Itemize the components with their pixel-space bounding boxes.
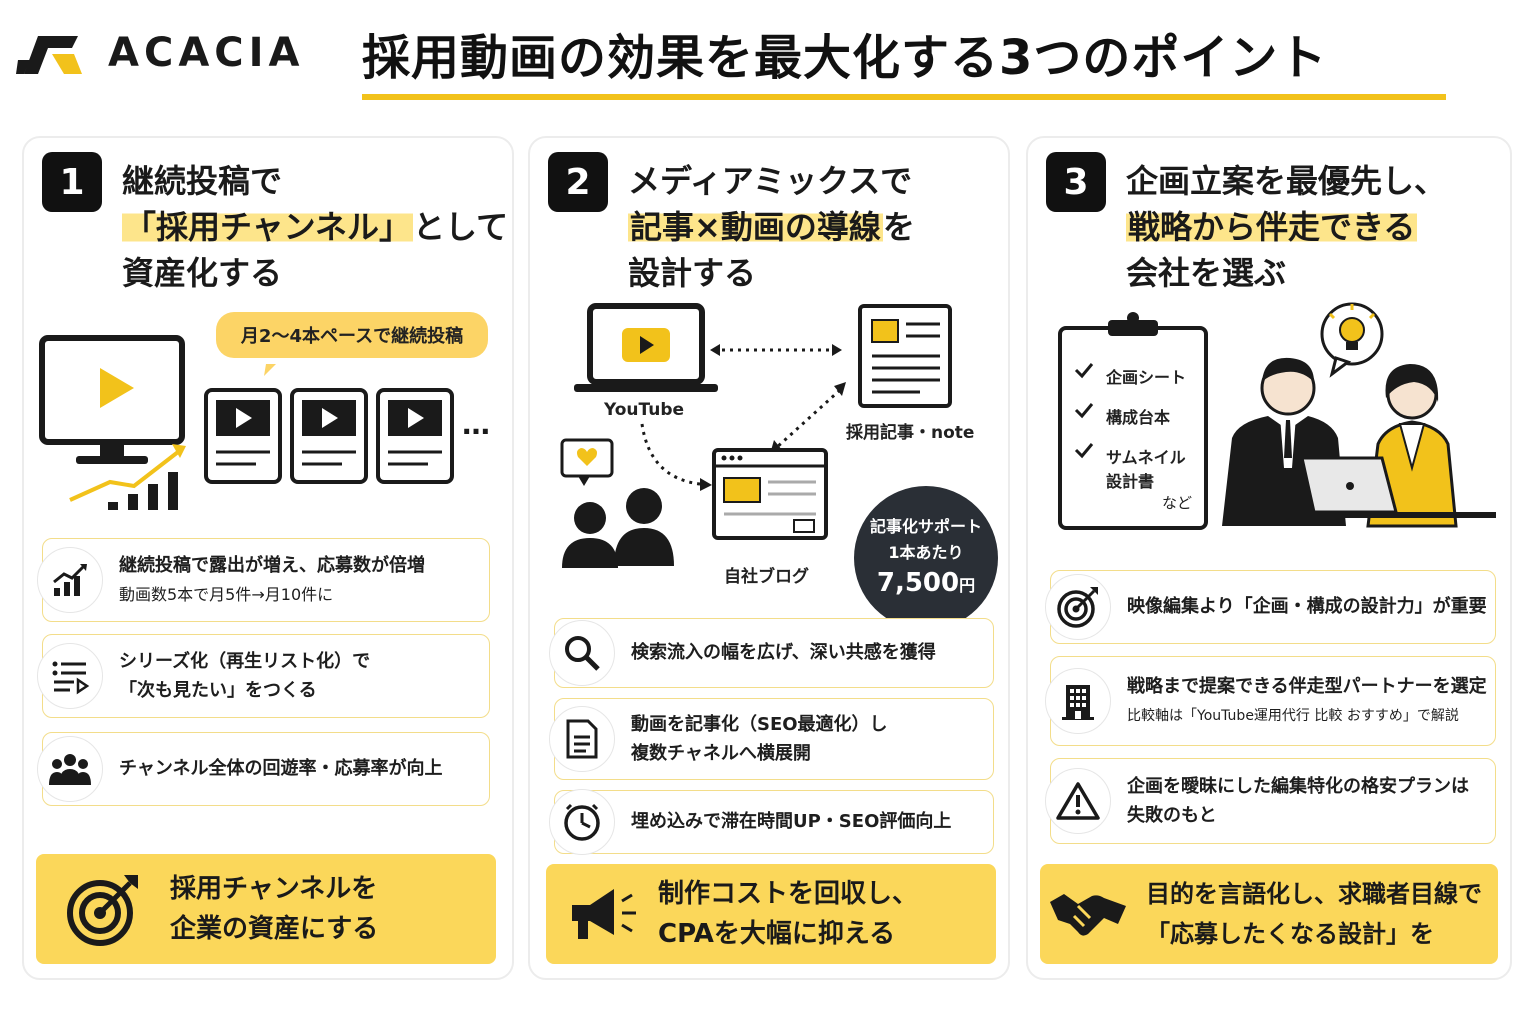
laptop-youtube-icon	[574, 303, 718, 392]
feature-item: 継続投稿で露出が増え、応募数が倍増動画数5本で月5件→月10件に	[37, 538, 490, 622]
feature-item: 検索流入の幅を広げ、深い共感を獲得	[549, 618, 994, 688]
target-icon	[1045, 574, 1111, 640]
summary-line-1: 制作コストを回収し、	[658, 879, 919, 909]
growth-bars-icon	[69, 444, 186, 510]
clock-icon	[549, 789, 615, 855]
point-title: 継続投稿で 「採用チャンネル」として 資産化する	[122, 158, 508, 296]
clipboard-icon	[1058, 312, 1208, 530]
point-title: メディアミックスで 記事×動画の導線を 設計する	[628, 158, 915, 296]
point-number-badge: 1	[42, 152, 102, 212]
feature-subtext: 動画数5本で月5件→月10件に	[119, 585, 334, 604]
checklist-item: サムネイル	[1106, 448, 1186, 467]
search-icon	[549, 620, 615, 686]
logo-text: ACACIA	[108, 30, 305, 76]
summary-line-1: 採用チャンネルを	[170, 874, 378, 904]
business-people-icon	[1222, 302, 1496, 528]
summary-line-2: 「応募したくなる設計」を	[1146, 920, 1434, 948]
channel-illustration: …	[39, 335, 490, 510]
point-summary-banner: 目的を言語化し、求職者目線で「応募したくなる設計」を	[1040, 864, 1498, 964]
blog-label: 自社ブログ	[724, 567, 809, 587]
growth-chart-icon	[37, 547, 103, 613]
youtube-label: YouTube	[604, 400, 685, 420]
point-number-badge: 2	[548, 152, 608, 212]
feature-text: 継続投稿で露出が増え、応募数が倍増	[119, 555, 425, 576]
list-play-icon	[37, 643, 103, 709]
feature-subtext: 複数チャネルへ横展開	[631, 743, 811, 764]
feature-text: 埋め込みで滞在時間UP・SEO評価向上	[631, 811, 952, 832]
feature-text: チャンネル全体の回遊率・応募率が向上	[119, 758, 443, 779]
title-line-2-rest: を	[882, 208, 915, 246]
point-title: 企画立案を最優先し、 戦略から伴走できる 会社を選ぶ	[1126, 158, 1446, 296]
title-highlight: 記事×動画の導線	[628, 208, 883, 246]
title-line-1: メディアミックスで	[628, 162, 913, 200]
planning-illustration	[1058, 302, 1496, 530]
feature-text: 企画を曖昧にした編集特化の格安プランは	[1127, 776, 1469, 797]
badge-price: 7,500	[876, 567, 960, 598]
feature-text: シリーズ化（再生リスト化）で	[119, 651, 371, 672]
title-highlight: 「採用チャンネル」	[122, 208, 414, 246]
feature-subtext: 失敗のもと	[1127, 805, 1217, 826]
handshake-icon	[1048, 874, 1128, 954]
point-card-3: 3 企画立案を最優先し、 戦略から伴走できる 会社を選ぶ	[1026, 136, 1512, 980]
building-icon	[1045, 668, 1111, 734]
summary-line-2: CPAを大幅に抑える	[658, 919, 896, 949]
title-line-1: 企画立案を最優先し、	[1126, 162, 1447, 200]
feature-subtext: 「次も見たい」をつくる	[119, 680, 317, 701]
feature-item: シリーズ化（再生リスト化）で「次も見たい」をつくる	[37, 634, 490, 718]
header: ACACIA 採用動画の効果を最大化する3つのポイント	[0, 0, 1536, 110]
title-line-3: 設計する	[628, 254, 757, 292]
megaphone-icon	[562, 874, 642, 954]
feature-item: 戦略まで提案できる伴走型パートナーを選定比較軸は「YouTube運用代行 比較 …	[1045, 656, 1496, 746]
feature-item: 企画を曖昧にした編集特化の格安プランは失敗のもと	[1045, 758, 1496, 844]
feature-item: 映像編集より「企画・構成の設計力」が重要	[1045, 570, 1496, 644]
video-card-icon	[376, 388, 454, 484]
title-line-3: 会社を選ぶ	[1126, 254, 1287, 292]
target-arrow-icon	[64, 869, 144, 949]
checklist-more: など	[1162, 494, 1193, 512]
checklist-item: 設計書	[1106, 472, 1155, 491]
group-icon	[37, 736, 103, 802]
page-title: 採用動画の効果を最大化する3つのポイント	[362, 30, 1328, 86]
title-line-3: 資産化する	[122, 254, 283, 292]
feature-text: 動画を記事化（SEO最適化）し	[631, 714, 888, 735]
summary-line-2: 企業の資産にする	[170, 914, 379, 944]
warning-icon	[1045, 768, 1111, 834]
feature-text: 戦略まで提案できる伴走型パートナーを選定	[1127, 676, 1487, 697]
acacia-logo-icon	[16, 36, 82, 74]
blog-icon	[712, 448, 828, 540]
feature-item: チャンネル全体の回遊率・応募率が向上	[37, 732, 490, 806]
feature-text: 検索流入の幅を広げ、深い共感を獲得	[631, 642, 936, 663]
checklist-item: 構成台本	[1106, 408, 1171, 427]
feature-item: 動画を記事化（SEO最適化）し複数チャネルへ横展開	[549, 698, 994, 780]
title-line-2-rest: として	[413, 208, 509, 246]
title-line-1: 継続投稿で	[122, 162, 283, 200]
logo[interactable]: ACACIA	[16, 30, 304, 76]
point-summary-banner: 採用チャンネルを企業の資産にする	[36, 854, 496, 964]
article-support-badge: 記事化サポート 1本あたり 7,500円	[854, 486, 998, 630]
point-card-2: 2 メディアミックスで 記事×動画の導線を 設計する	[528, 136, 1010, 980]
article-icon	[858, 304, 952, 408]
badge-line-1: 記事化サポート	[869, 516, 982, 536]
point-number-badge: 3	[1046, 152, 1106, 212]
point-summary-banner: 制作コストを回収し、 CPAを大幅に抑える	[546, 864, 996, 964]
article-label: 採用記事・note	[846, 423, 975, 443]
title-underline	[362, 94, 1446, 100]
title-highlight: 戦略から伴走できる	[1126, 208, 1418, 246]
media-mix-illustration	[560, 303, 952, 568]
ellipsis: …	[462, 408, 490, 441]
video-card-icon	[204, 388, 282, 484]
badge-unit: 円	[959, 575, 976, 595]
document-icon	[549, 706, 615, 772]
posting-pace-bubble: 月2〜4本ペースで継続投稿	[216, 312, 488, 358]
point-card-1: 1 継続投稿で 「採用チャンネル」として 資産化する	[22, 136, 514, 980]
feature-item: 埋め込みで滞在時間UP・SEO評価向上	[549, 789, 994, 855]
feature-subtext: 比較軸は「YouTube運用代行 比較 おすすめ」で解説	[1127, 708, 1459, 724]
checklist-item: 企画シート	[1106, 368, 1187, 387]
feature-text: 映像編集より「企画・構成の設計力」が重要	[1127, 596, 1487, 617]
monitor-icon	[39, 335, 185, 464]
video-card-icon	[290, 388, 368, 484]
audience-icon	[560, 438, 674, 568]
badge-line-2: 1本あたり	[888, 542, 964, 562]
summary-line-1: 目的を言語化し、求職者目線で	[1146, 880, 1482, 908]
